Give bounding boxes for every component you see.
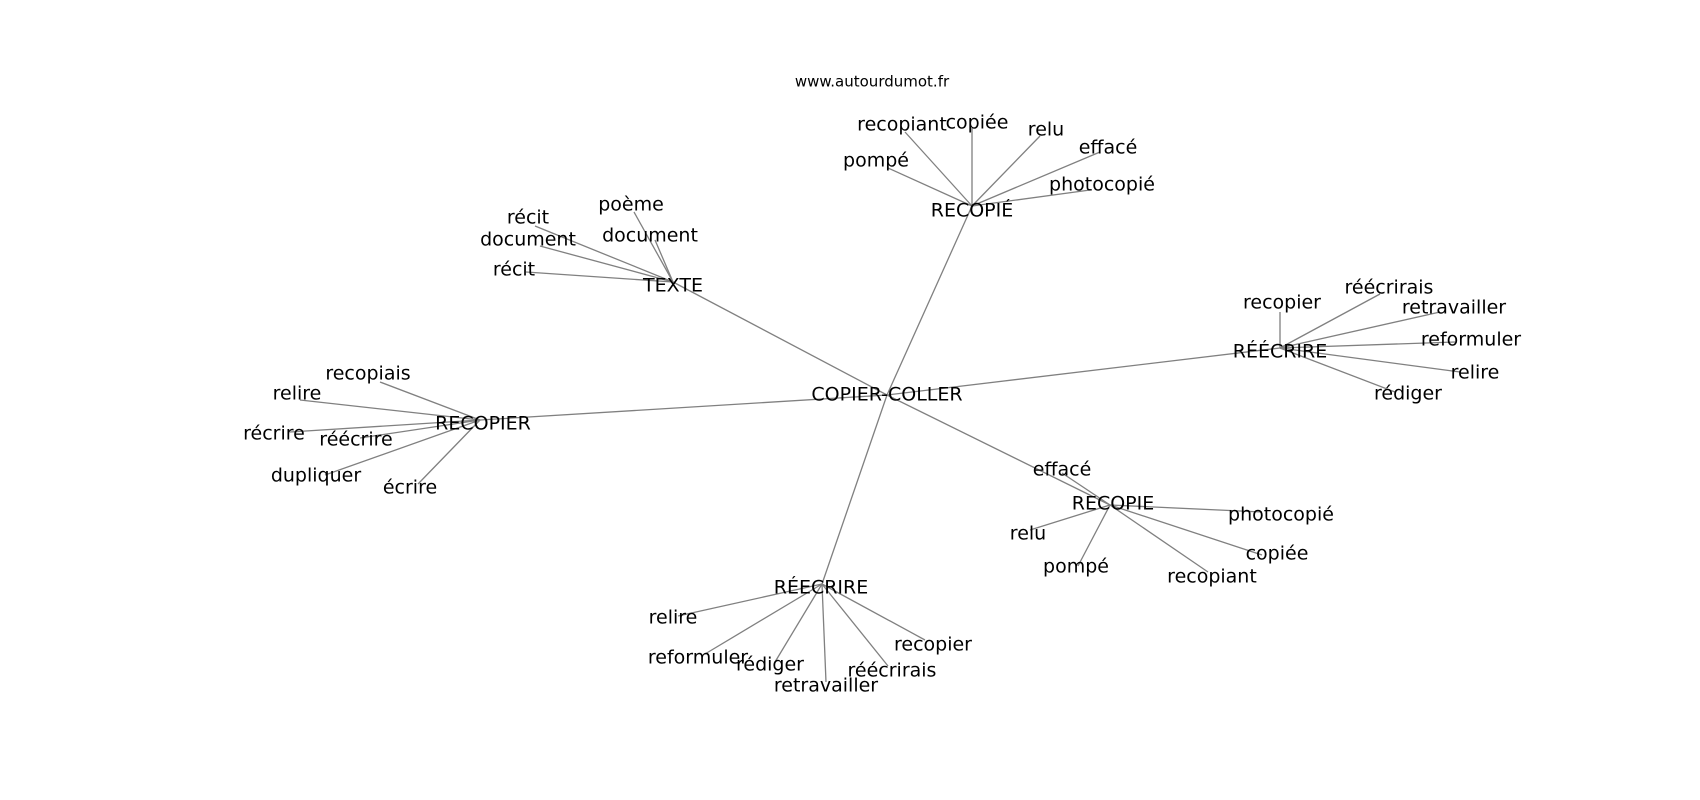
leaf-edge-recopie-accent-5 (971, 189, 1091, 207)
leaf-edge-reecrire-bottom-3 (821, 583, 827, 683)
root-edge-recopier (479, 394, 888, 421)
leaf-edge-recopie-0 (1061, 472, 1111, 506)
leaf-label-texte-0: poème (598, 194, 664, 216)
leaf-label-reecrire-right-2: retravailler (1402, 297, 1506, 319)
leaf-edge-texte-1 (534, 225, 674, 283)
leaf-label-reecrire-bottom-1: reformuler (648, 647, 748, 669)
leaf-label-recopie-4: copiée (1246, 543, 1309, 565)
leaf-edge-recopier-5 (417, 419, 481, 485)
leaf-label-recopie-accent-0: recopiant (857, 114, 947, 136)
leaf-edge-recopie-4 (1109, 504, 1263, 556)
leaf-edge-reecrire-bottom-4 (821, 583, 889, 667)
hub-label-reecrire-bottom: RÉECRIRE (774, 576, 869, 599)
leaf-edge-texte-2 (539, 245, 674, 283)
leaf-label-recopie-3: pompé (1043, 556, 1109, 578)
site-credit: www.autourdumot.fr (795, 73, 950, 91)
hub-label-recopier: RECOPIER (435, 413, 531, 435)
leaf-label-recopier-0: recopiais (325, 363, 410, 385)
leaf-label-reecrire-right-0: recopier (1243, 292, 1321, 314)
hub-label-reecrire-right: RÉÉCRIRE (1233, 340, 1328, 363)
leaf-edge-texte-4 (525, 271, 674, 283)
leaf-edge-reecrire-bottom-0 (677, 583, 823, 617)
leaf-label-reecrire-bottom-5: recopier (894, 634, 972, 656)
leaf-label-recopie-0: effacé (1033, 459, 1092, 481)
leaf-edge-recopier-4 (324, 419, 481, 476)
leaf-label-reecrire-right-1: réécrirais (1345, 277, 1434, 299)
root-edge-reecrire-right (886, 347, 1281, 396)
leaf-label-reecrire-right-3: reformuler (1421, 329, 1521, 351)
leaf-label-texte-1: récit (507, 207, 549, 229)
leaf-label-texte-2: document (480, 229, 576, 251)
leaf-label-texte-3: document (602, 225, 698, 247)
leaf-label-recopie-2: relu (1010, 523, 1046, 545)
leaf-edge-reecrire-right-3 (1279, 341, 1456, 349)
root-node-label: COPIER-COLLER (811, 384, 962, 406)
leaf-label-reecrire-right-5: rédiger (1374, 383, 1442, 405)
leaf-label-recopie-5: recopiant (1167, 566, 1257, 588)
hub-label-recopie-accent: RECOPIÉ (931, 199, 1014, 222)
leaf-label-recopie-accent-5: photocopié (1049, 174, 1155, 196)
leaf-edge-reecrire-right-1 (1279, 293, 1381, 349)
leaf-label-reecrire-bottom-2: rédiger (736, 654, 804, 676)
leaf-edge-recopier-2 (289, 419, 481, 433)
leaf-edge-reecrire-right-2 (1279, 311, 1441, 349)
root-edge-recopie-accent (886, 205, 973, 396)
leaf-label-reecrire-bottom-0: relire (649, 607, 698, 629)
leaf-edge-recopie-5 (1109, 504, 1209, 573)
leaf-edge-reecrire-right-4 (1279, 347, 1461, 373)
root-edge-texte (672, 281, 888, 396)
leaf-label-reecrire-bottom-4: réécrirais (848, 660, 937, 682)
leaf-label-recopie-accent-1: copiée (946, 112, 1009, 134)
leaf-edge-recopier-0 (379, 381, 481, 421)
leaf-edge-reecrire-bottom-1 (704, 583, 823, 655)
leaf-label-recopie-accent-4: pompé (843, 150, 909, 172)
leaf-label-reecrire-right-4: relire (1451, 362, 1500, 384)
leaf-edge-reecrire-right-5 (1279, 347, 1396, 393)
leaf-edge-recopie-2 (1029, 504, 1111, 531)
leaf-edge-texte-0 (633, 211, 674, 283)
leaf-label-recopie-accent-3: effacé (1079, 137, 1138, 159)
leaf-edge-reecrire-bottom-5 (821, 583, 926, 641)
hub-label-texte: TEXTE (642, 275, 703, 297)
leaf-label-texte-4: récit (493, 259, 535, 281)
leaf-edge-recopie-accent-4 (887, 167, 973, 207)
leaf-edge-recopie-accent-3 (971, 151, 1101, 207)
leaf-label-recopier-1: relire (273, 383, 322, 405)
leaf-label-recopier-4: dupliquer (271, 465, 362, 487)
leaf-edge-recopier-3 (359, 419, 481, 439)
leaf-edge-recopie-accent-0 (904, 131, 973, 207)
leaf-label-reecrire-bottom-3: retravailler (774, 675, 878, 697)
leaf-label-recopier-3: réécrire (319, 429, 392, 451)
edges-layer (289, 128, 1461, 683)
leaf-edge-recopie-1 (1109, 504, 1263, 513)
leaf-edge-texte-3 (654, 239, 674, 283)
leaf-edge-reecrire-bottom-2 (774, 583, 823, 663)
leaf-label-recopie-accent-2: relu (1028, 119, 1064, 141)
leaf-label-recopie-1: photocopié (1228, 504, 1334, 526)
leaf-edge-recopie-3 (1077, 504, 1111, 567)
root-edge-recopie (886, 394, 1111, 506)
root-edge-reecrire-bottom (821, 394, 888, 585)
leaf-edge-recopie-accent-2 (971, 135, 1041, 207)
leaf-edge-recopier-1 (299, 399, 481, 421)
leaf-label-recopier-5: écrire (383, 477, 437, 499)
leaf-label-recopier-2: récrire (243, 423, 305, 445)
hub-label-recopie: RECOPIE (1072, 493, 1155, 515)
